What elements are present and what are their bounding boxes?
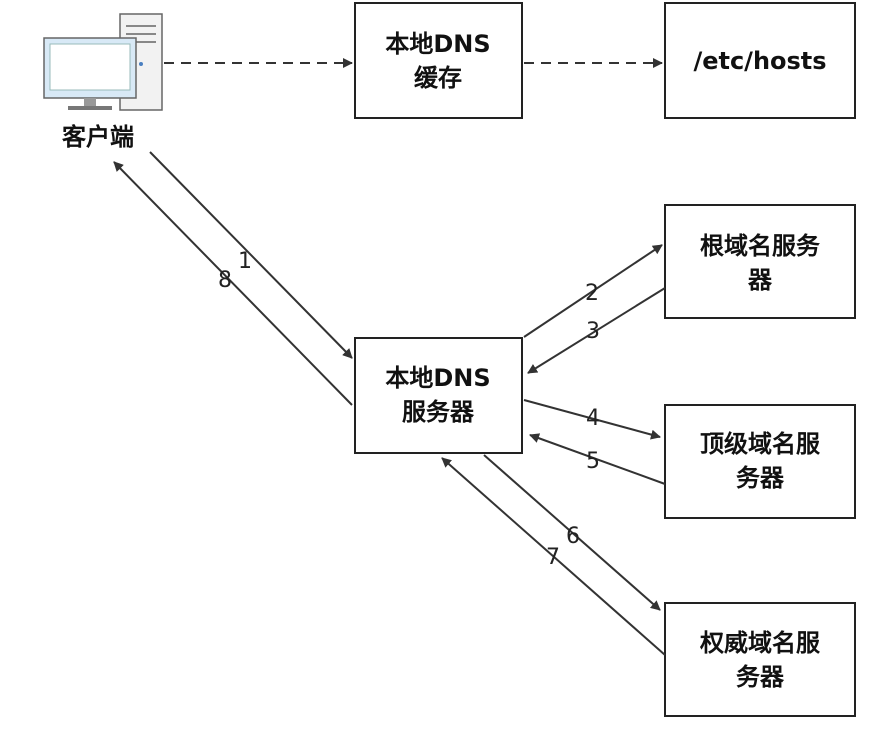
- step-label-1: 1: [238, 249, 252, 274]
- local-dns-server-label-line2: 服务器: [402, 398, 475, 426]
- root-server-label-line1: 根域名服务: [700, 232, 821, 260]
- auth-server-label-line2: 务器: [736, 663, 785, 691]
- step-label-8: 8: [218, 268, 232, 293]
- tld-server-label-line1: 顶级域名服: [700, 430, 821, 458]
- local-dns-cache-label-line2: 缓存: [414, 64, 462, 92]
- root-server-label-line2: 器: [747, 266, 773, 294]
- hosts-file-box: /etc/hosts: [664, 2, 856, 119]
- local-dns-cache-label-line1: 本地DNS: [385, 30, 490, 58]
- root-server-box: 根域名服务 器: [664, 204, 856, 319]
- step-label-5: 5: [586, 449, 600, 474]
- arrow-step-1: [149, 151, 353, 359]
- auth-server-label-line1: 权威域名服: [699, 629, 821, 657]
- arrow-step-2: [523, 244, 663, 338]
- desktop-computer-icon: [43, 13, 163, 111]
- step-label-7: 7: [546, 545, 560, 570]
- local-dns-server-label-line1: 本地DNS: [385, 364, 490, 392]
- hosts-file-label: /etc/hosts: [693, 47, 826, 75]
- tld-server-label-line2: 务器: [736, 464, 785, 492]
- arrow-step-8: [113, 161, 353, 406]
- auth-server-box: 权威域名服 务器: [664, 602, 856, 717]
- step-label-4: 4: [586, 406, 600, 431]
- arrow-step-7: [441, 457, 666, 656]
- arrow-step-3: [527, 287, 666, 374]
- step-label-2: 2: [585, 281, 599, 306]
- arrow-step-5: [529, 433, 666, 485]
- step-label-6: 6: [566, 524, 580, 549]
- arrow-step-6: [483, 454, 661, 611]
- client-label: 客户端: [62, 123, 134, 151]
- arrow-step-4: [523, 399, 661, 440]
- local-dns-server-box: 本地DNS 服务器: [354, 337, 523, 454]
- step-label-3: 3: [586, 319, 600, 344]
- tld-server-box: 顶级域名服 务器: [664, 404, 856, 519]
- local-dns-cache-box: 本地DNS 缓存: [354, 2, 523, 119]
